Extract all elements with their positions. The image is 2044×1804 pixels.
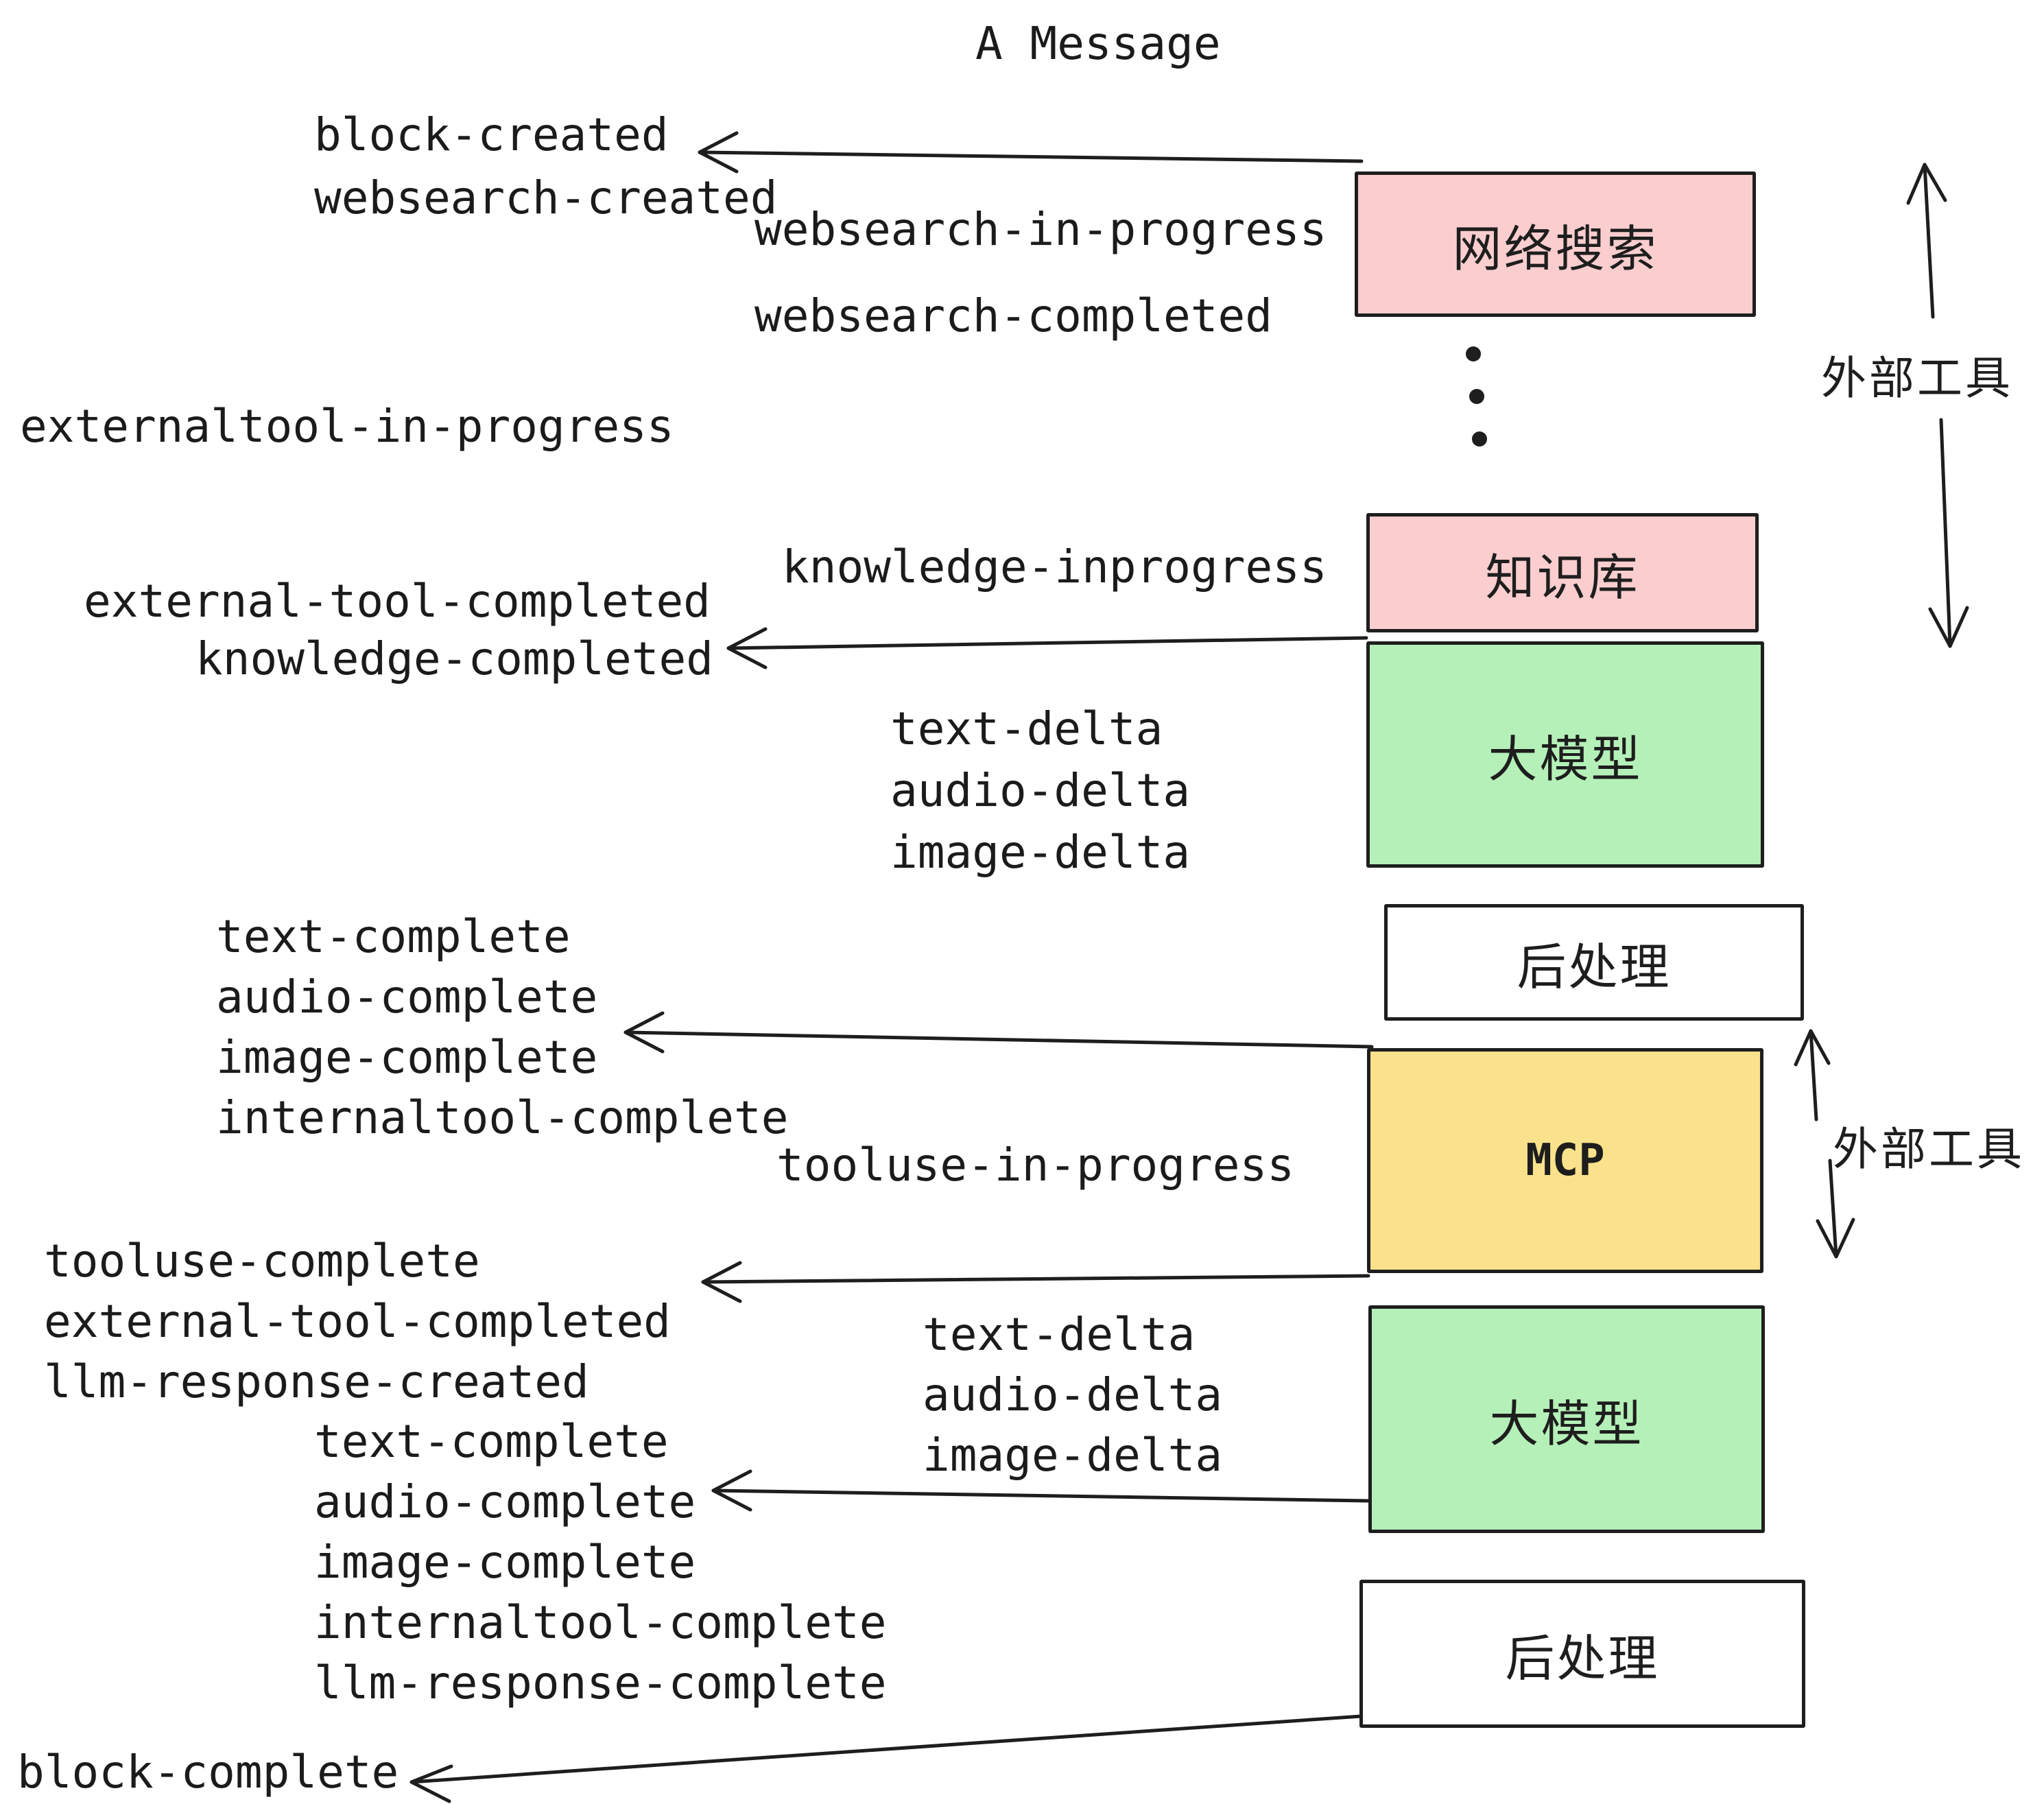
arrow-block-complete xyxy=(409,1714,1364,1803)
event-delta-block-2: text-delta audio-delta image-delta xyxy=(923,1305,1222,1486)
node-mcp: MCP xyxy=(1367,1048,1763,1273)
event-externaltool-in-progress: externaltool-in-progress xyxy=(20,400,674,453)
event-websearch-in-progress: websearch-in-progress xyxy=(754,203,1327,256)
node-knowledge-base: 知识库 xyxy=(1366,513,1759,632)
event-complete-block-2: text-complete audio-complete image-compl… xyxy=(314,1412,886,1713)
event-text-complete-2: text-complete xyxy=(314,1415,669,1468)
diagram-title: A Message xyxy=(975,17,1221,70)
event-audio-complete-1: audio-complete xyxy=(216,971,598,1023)
node-llm-2: 大模型 xyxy=(1368,1305,1765,1533)
event-image-complete-2: image-complete xyxy=(314,1536,696,1589)
event-text-complete-1: text-complete xyxy=(216,910,571,963)
event-block-complete: block-complete xyxy=(17,1746,399,1799)
event-knowledge-inprogress: knowledge-inprogress xyxy=(782,541,1327,593)
event-external-tool-completed-1: external-tool-completed xyxy=(84,575,711,628)
event-image-delta-2: image-delta xyxy=(923,1429,1223,1482)
ellipsis-dots xyxy=(1466,346,1487,447)
event-tooluse-in-progress: tooluse-in-progress xyxy=(776,1139,1294,1191)
event-internaltool-complete-2: internaltool-complete xyxy=(314,1596,887,1649)
event-tooluse-block: tooluse-complete external-tool-completed… xyxy=(44,1231,671,1412)
event-image-complete-1: image-complete xyxy=(216,1031,598,1084)
event-image-delta-1: image-delta xyxy=(890,826,1191,879)
arrow-knowledge-completed xyxy=(726,627,1368,669)
arrow-tooluse-complete xyxy=(701,1261,1370,1303)
external-tools-down-arrow-1 xyxy=(1928,418,1969,648)
event-llm-response-created: llm-response-created xyxy=(44,1355,589,1408)
event-text-delta-1: text-delta xyxy=(890,702,1163,755)
event-tooluse-complete: tooluse-complete xyxy=(44,1235,480,1287)
event-text-delta-2: text-delta xyxy=(923,1308,1196,1361)
event-audio-complete-2: audio-complete xyxy=(314,1475,696,1528)
event-websearch-created: websearch-created xyxy=(314,171,778,224)
event-knowledge-completed: knowledge-completed xyxy=(195,632,713,685)
external-tools-up-arrow-1 xyxy=(1906,163,1947,319)
node-postprocess-2: 后处理 xyxy=(1359,1580,1805,1728)
event-external-tool-completed-2: external-tool-completed xyxy=(44,1295,671,1348)
event-delta-block-1: text-delta audio-delta image-delta xyxy=(890,698,1190,883)
event-internaltool-complete-1: internaltool-complete xyxy=(216,1091,789,1144)
external-tools-label-1: 外部工具 xyxy=(1821,352,2013,405)
external-tools-up-arrow-2 xyxy=(1794,1029,1831,1121)
node-websearch: 网络搜索 xyxy=(1355,171,1756,317)
node-llm-1: 大模型 xyxy=(1366,641,1764,868)
event-audio-delta-2: audio-delta xyxy=(923,1368,1223,1421)
event-complete-block-1: text-complete audio-complete image-compl… xyxy=(216,907,788,1148)
event-audio-delta-1: audio-delta xyxy=(890,764,1191,817)
event-websearch-completed: websearch-completed xyxy=(754,289,1272,342)
external-tools-label-2: 外部工具 xyxy=(1833,1123,2025,1176)
node-postprocess-1: 后处理 xyxy=(1384,904,1804,1021)
event-llm-response-complete: llm-response-complete xyxy=(314,1657,887,1709)
arrow-websearch-created xyxy=(698,131,1364,174)
event-block-created: block-created xyxy=(314,108,669,161)
